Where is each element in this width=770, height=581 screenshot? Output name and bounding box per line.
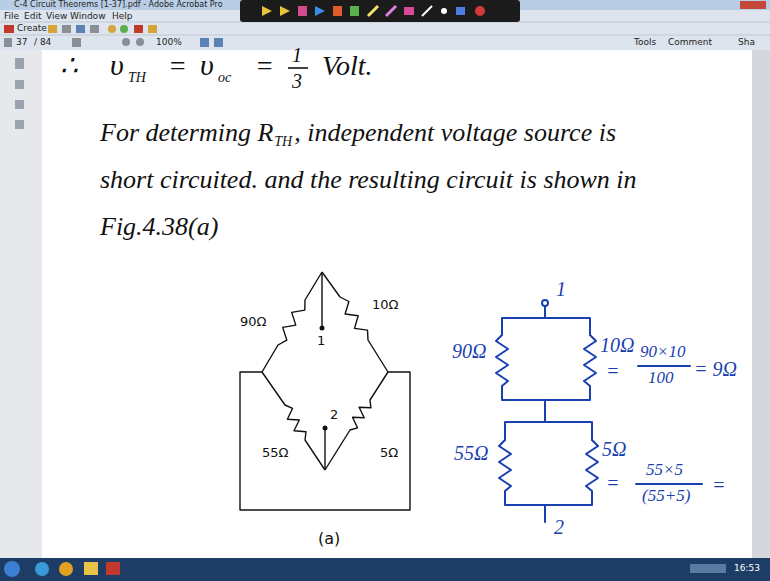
right-gutter bbox=[752, 50, 770, 558]
clock: 16:53 bbox=[734, 563, 760, 573]
equals-sign: = bbox=[255, 50, 274, 82]
resistor-symbol bbox=[262, 272, 322, 372]
terminal-number: 2 bbox=[330, 408, 338, 423]
subscript: TH bbox=[128, 70, 146, 86]
zoom-level: 100% bbox=[156, 37, 182, 47]
resistor-value: 5Ω bbox=[380, 446, 398, 461]
denominator: 3 bbox=[292, 70, 302, 93]
menu-item: Edit bbox=[24, 11, 41, 21]
menu-item: Help bbox=[112, 11, 133, 21]
toolbar-button: Comment bbox=[668, 37, 712, 47]
terminal-number: 2 bbox=[554, 516, 564, 539]
note-text: For determing R bbox=[100, 118, 273, 148]
panel-icons bbox=[15, 58, 24, 129]
terminal-number: 1 bbox=[556, 278, 566, 301]
equals-sign: = bbox=[168, 50, 187, 82]
therefore-sign: ∴ bbox=[60, 50, 78, 82]
unit-text: Volt. bbox=[322, 50, 373, 82]
toolbar-button: Create bbox=[17, 23, 47, 33]
short-circuit-wire bbox=[240, 372, 410, 510]
pen-toolbar bbox=[240, 0, 520, 22]
page-number: 37 bbox=[16, 37, 27, 47]
resistor-value: 10Ω bbox=[600, 334, 634, 357]
toolbar-button: Tools bbox=[634, 37, 656, 47]
equals-sign: = bbox=[606, 472, 620, 495]
close-button bbox=[740, 1, 766, 9]
parallel-resistors bbox=[496, 335, 596, 400]
terminal-number: 1 bbox=[317, 334, 325, 349]
denominator: (55+5) bbox=[642, 486, 690, 506]
taskbar-icons bbox=[4, 561, 726, 577]
fraction-bar bbox=[636, 483, 702, 485]
numerator: 90×10 bbox=[640, 342, 685, 362]
pdf-page bbox=[42, 50, 752, 558]
page-count: / 84 bbox=[34, 37, 51, 47]
window-chrome bbox=[0, 0, 770, 50]
note-text: short circuited. and the resulting circu… bbox=[100, 165, 637, 195]
resistor-symbol bbox=[262, 372, 325, 470]
window-title: C-4 Circuit Theorems [1-37].pdf - Adobe … bbox=[14, 0, 223, 9]
subscript: oc bbox=[218, 70, 231, 86]
resistor-value: 55Ω bbox=[262, 446, 288, 461]
denominator: 100 bbox=[648, 368, 674, 388]
figure-reference: Fig.4.38(a) bbox=[100, 212, 218, 242]
fraction-bar bbox=[288, 67, 308, 69]
numerator: 55×5 bbox=[646, 460, 683, 480]
pen-tool-icons bbox=[262, 6, 485, 16]
resistor-value: 5Ω bbox=[602, 438, 626, 461]
variable-symbol: υ bbox=[110, 48, 124, 83]
resistor-value: 90Ω bbox=[452, 340, 486, 363]
equals-sign: = bbox=[712, 474, 726, 497]
numerator: 1 bbox=[292, 44, 302, 67]
menu-item: Window bbox=[70, 11, 106, 21]
menu-item: File bbox=[4, 11, 19, 21]
toolbar-button: Sha bbox=[738, 37, 755, 47]
subscript: TH bbox=[274, 134, 292, 150]
bridge-circuit bbox=[240, 272, 410, 510]
left-panel bbox=[0, 50, 42, 558]
terminal-wire bbox=[321, 272, 322, 328]
parallel-resistors bbox=[499, 440, 598, 505]
menu-item: View bbox=[46, 11, 67, 21]
terminal-wire bbox=[324, 428, 325, 470]
fraction-bar bbox=[638, 365, 690, 367]
variable-symbol: υ bbox=[200, 48, 214, 83]
handwritten-equivalent-circuit bbox=[496, 300, 702, 522]
terminal-dot bbox=[320, 326, 325, 331]
resistor-value: 10Ω bbox=[372, 298, 398, 313]
result-value: = 9Ω bbox=[694, 358, 737, 381]
figure-label: (a) bbox=[318, 530, 340, 548]
taskbar bbox=[0, 558, 770, 581]
equals-sign: = bbox=[606, 360, 620, 383]
resistor-symbol bbox=[325, 372, 388, 470]
terminal-dot bbox=[323, 426, 328, 431]
note-text: , independent voltage source is bbox=[294, 118, 616, 148]
resistor-symbol bbox=[322, 272, 388, 372]
resistor-value: 90Ω bbox=[240, 315, 266, 330]
separator bbox=[0, 35, 770, 36]
resistor-value: 55Ω bbox=[454, 442, 488, 465]
